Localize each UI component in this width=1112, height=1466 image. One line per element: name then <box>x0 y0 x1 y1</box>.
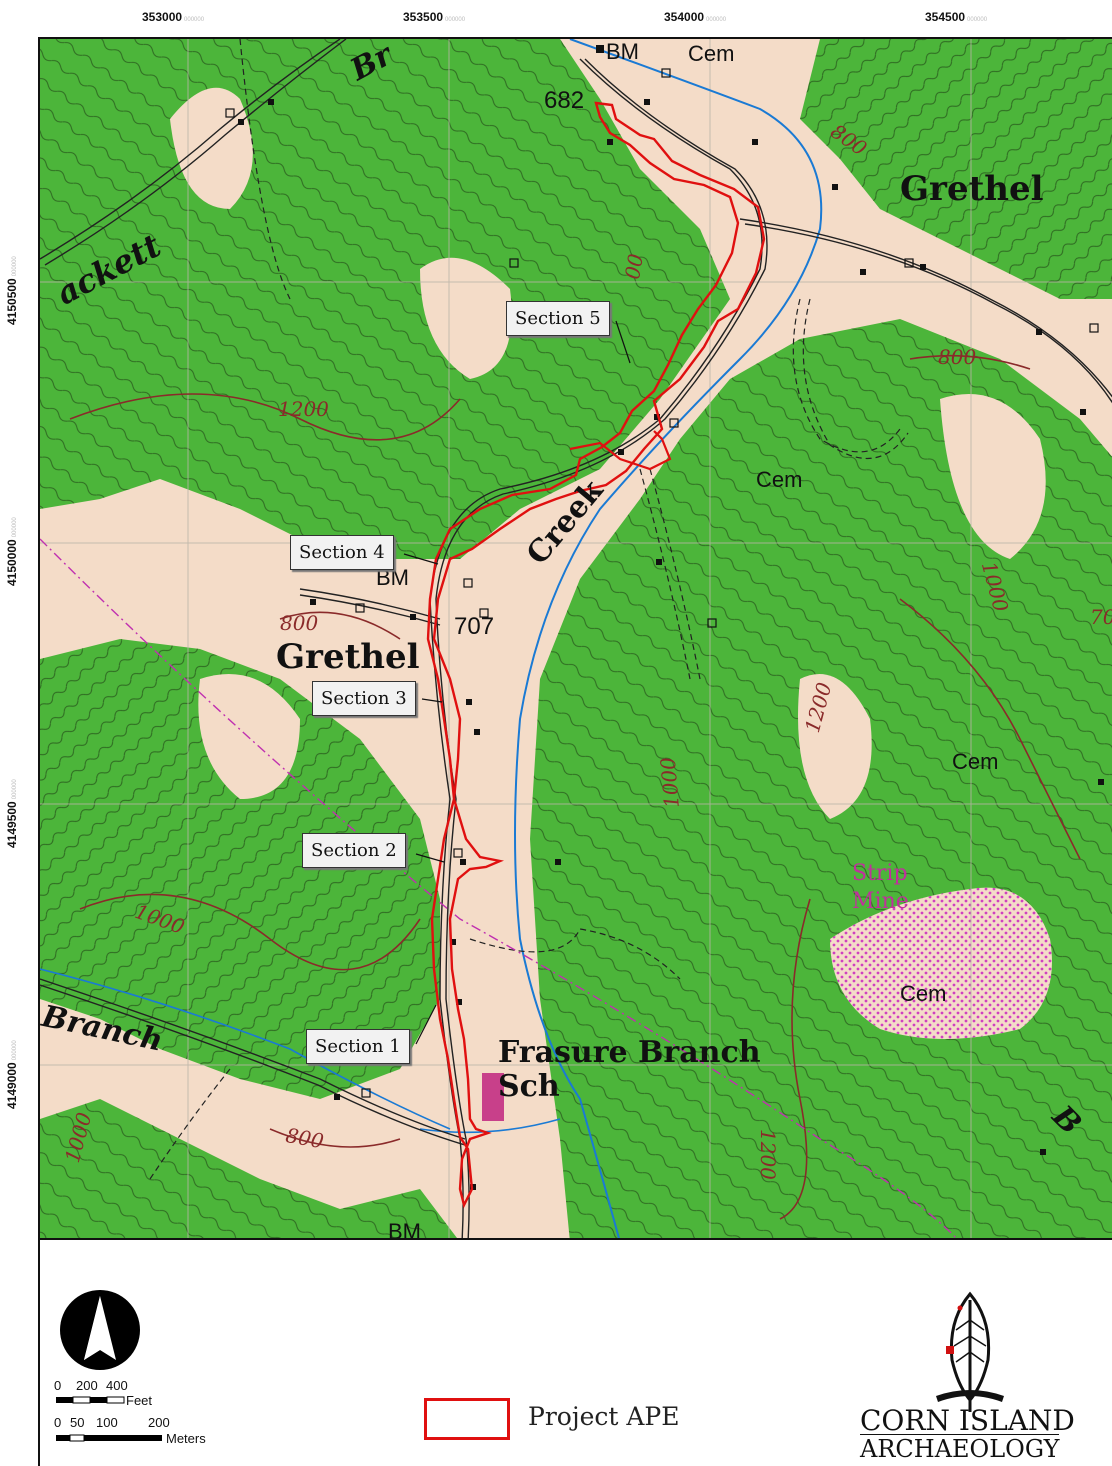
scale-feet-400: 400 <box>106 1378 128 1393</box>
contour-800-e: 800 <box>938 345 977 369</box>
section-leaders <box>403 320 631 1045</box>
label-cem-top: Cem <box>688 41 735 66</box>
label-mine: Mine <box>852 889 909 914</box>
y-tick-4150000: 4150000000000 <box>5 517 19 586</box>
label-bm-bottom: BM <box>388 1219 421 1240</box>
label-elev-707: 707 <box>454 613 495 640</box>
section-4-label[interactable]: Section 4 <box>290 535 394 570</box>
label-strip: Strip <box>852 861 908 886</box>
label-school: Sch <box>498 1069 560 1104</box>
scale-m-100: 100 <box>96 1415 118 1430</box>
contour-800-n: 00 <box>620 251 649 282</box>
grid-lines <box>40 39 1112 1238</box>
scale-bar-meters <box>56 1434 162 1442</box>
scale-m-0: 0 <box>54 1415 62 1430</box>
contour-800-w: 800 <box>280 611 319 635</box>
section-3-label[interactable]: Section 3 <box>312 681 416 716</box>
section-2-label[interactable]: Section 2 <box>302 833 406 868</box>
scale-feet-unit: Feet <box>126 1393 153 1408</box>
school-building <box>482 1073 504 1121</box>
logo-text-line2: ARCHAEOLOGY <box>860 1434 1060 1463</box>
scale-feet-200: 200 <box>76 1378 98 1393</box>
scale-m-200: 200 <box>148 1415 170 1430</box>
logo-text-line1: CORN ISLAND <box>860 1404 1075 1437</box>
label-cem-mid: Cem <box>756 467 803 492</box>
scale-feet-0: 0 <box>54 1378 62 1393</box>
trails <box>149 39 909 1180</box>
section-5-label[interactable]: Section 5 <box>506 301 610 336</box>
map-drawing <box>40 39 1112 1238</box>
scale-m-50: 50 <box>70 1415 85 1430</box>
scale-bar-feet <box>56 1396 125 1404</box>
y-tick-4149500: 4149500000000 <box>5 779 19 848</box>
section-1-label[interactable]: Section 1 <box>306 1029 410 1064</box>
project-ape-outline <box>426 101 766 1209</box>
contour-1000-c: 1000 <box>655 756 684 809</box>
label-cem-low: Cem <box>900 981 947 1006</box>
ape-legend-label: Project APE <box>528 1402 680 1431</box>
label-frasure-branch: Frasure Branch <box>498 1035 761 1070</box>
topographic-map[interactable]: Grethel Grethel Creek Frasure Branch Sch… <box>38 37 1112 1240</box>
ape-legend-swatch <box>424 1398 510 1440</box>
north-arrow-icon <box>60 1290 140 1370</box>
label-cem-right: Cem <box>952 749 999 774</box>
y-tick-4150500: 4150500000000 <box>5 256 19 325</box>
place-grethel-east: Grethel <box>900 169 1044 209</box>
contour-1200-s: 1200 <box>756 1129 780 1180</box>
feather-logo-icon <box>936 1291 1004 1412</box>
y-tick-4149000: 4149000000000 <box>5 1040 19 1109</box>
building-marks <box>238 45 1104 1190</box>
contour-1200-w: 1200 <box>278 397 329 421</box>
contour-70: 70 <box>1090 605 1112 629</box>
map-legend: 0 200 400 Feet 0 50 100 200 Meters Proje… <box>38 1240 1112 1466</box>
creek-line <box>514 39 823 1238</box>
contour-lines <box>69 354 1081 1220</box>
scale-m-unit: Meters <box>166 1431 206 1446</box>
place-grethel-west: Grethel <box>276 637 420 677</box>
label-bm-top: BM <box>606 39 639 64</box>
label-elev-682: 682 <box>544 87 585 114</box>
